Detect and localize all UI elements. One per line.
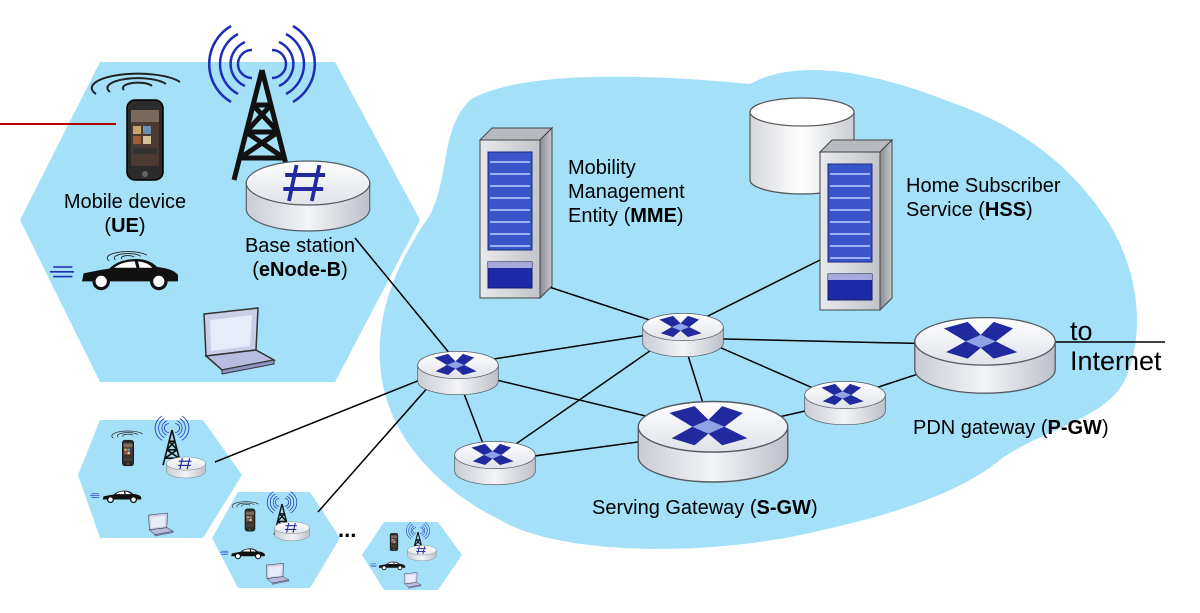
radio-cell-small-2 bbox=[212, 492, 340, 588]
hss-label: Home Subscriber Service (HSS) bbox=[906, 175, 1061, 221]
router-icon bbox=[804, 381, 886, 426]
mme-label-bold: MME bbox=[630, 205, 677, 227]
link-router2-router3 bbox=[489, 329, 681, 463]
router-icon bbox=[642, 313, 724, 358]
internet-label: to Internet bbox=[1070, 316, 1162, 376]
radio-cell-small-1 bbox=[78, 420, 242, 538]
router-icon bbox=[244, 159, 372, 233]
server-icon bbox=[479, 127, 553, 299]
router-icon bbox=[165, 456, 207, 479]
internet-label-line2: Internet bbox=[1070, 346, 1162, 376]
hss-label-bold: HSS bbox=[984, 199, 1027, 221]
smartphone-icon bbox=[126, 99, 164, 181]
smartphone-icon bbox=[389, 533, 399, 551]
router-icon bbox=[417, 351, 499, 396]
mme-label-line1: Mobility bbox=[568, 157, 636, 179]
enodeb-label-line1: Base station bbox=[244, 235, 356, 257]
sgw-label: Serving Gateway (S-GW) bbox=[592, 497, 818, 519]
mme-label: Mobility Management Entity (MME) bbox=[568, 157, 685, 227]
hss-label-line1: Home Subscriber bbox=[906, 175, 1061, 197]
router-icon bbox=[407, 544, 437, 562]
link-small2-router1 bbox=[317, 384, 431, 513]
ue-label-line1: Mobile device bbox=[63, 191, 187, 213]
pgw-label-bold: P-GW bbox=[1047, 417, 1102, 439]
router-icon bbox=[914, 316, 1056, 394]
core-network-cloud bbox=[379, 69, 1137, 549]
link-enodeb-router1 bbox=[354, 237, 456, 361]
enodeb-label-bold: eNode-B bbox=[258, 259, 342, 281]
internet-label-line1: to bbox=[1070, 316, 1093, 346]
pgw-label: PDN gateway (P-GW) bbox=[913, 417, 1109, 439]
ue-label: Mobile device (UE) bbox=[40, 190, 210, 238]
link-small1-router1 bbox=[214, 379, 421, 463]
enodeb-label: Base station (eNode-B) bbox=[220, 234, 380, 282]
smartphone-icon bbox=[244, 508, 256, 532]
server-icon bbox=[819, 139, 893, 311]
router-icon bbox=[637, 400, 789, 483]
router-icon bbox=[273, 521, 311, 542]
mme-label-line2: Management bbox=[568, 181, 685, 203]
smartphone-icon bbox=[121, 439, 134, 467]
router-icon bbox=[454, 441, 536, 486]
ue-label-bold: UE bbox=[111, 215, 139, 237]
sgw-label-bold: S-GW bbox=[756, 497, 811, 519]
ellipsis-label: ... bbox=[338, 517, 357, 542]
radio-cell-main bbox=[20, 62, 420, 382]
